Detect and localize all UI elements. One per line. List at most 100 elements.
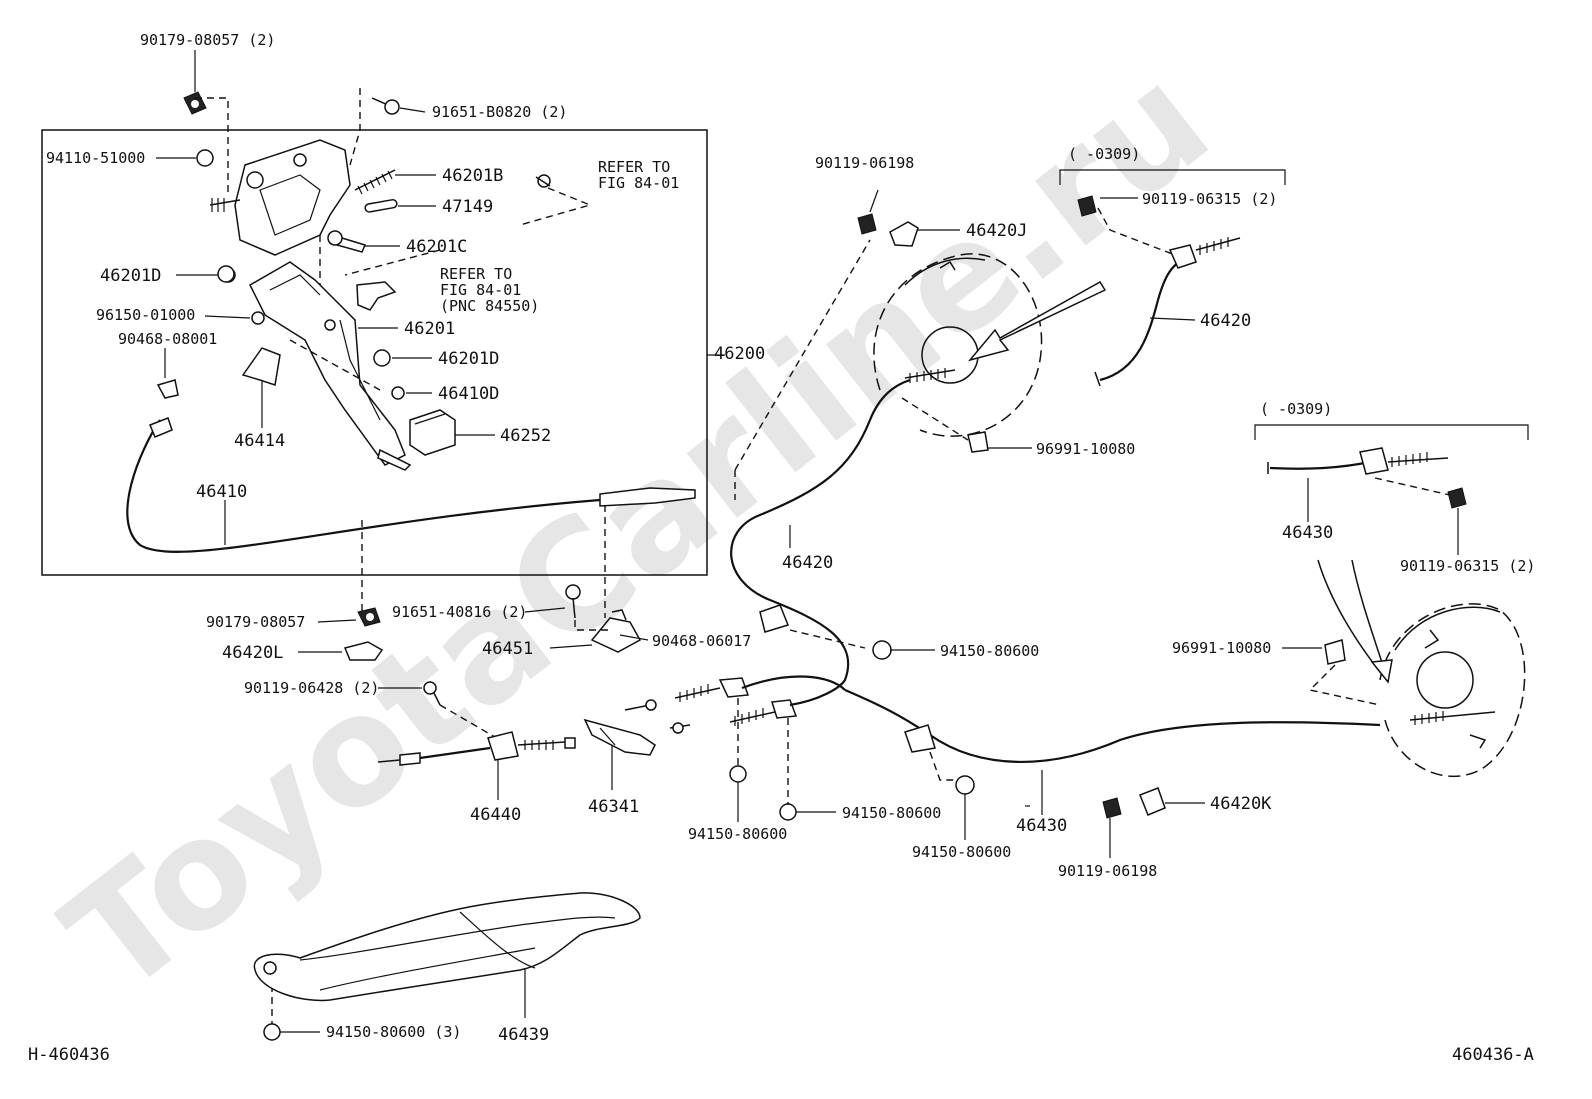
- label-90119-06315-2b: 90119-06315 (2): [1400, 557, 1535, 575]
- diagram-id-right: 460436-A: [1452, 1045, 1534, 1065]
- label-46201D-a: 46201D: [100, 266, 161, 286]
- refer-2-line-2: FIG 84-01: [440, 281, 521, 299]
- refer-1-line-1: REFER TO: [598, 158, 670, 176]
- clamp-46420J-icon: [889, 221, 919, 247]
- label-46439: 46439: [498, 1025, 549, 1045]
- assembly-box: [41, 129, 708, 576]
- bolt-90119-06315-lower-icon: [1447, 487, 1467, 509]
- refer-2-line-3: (PNC 84550): [440, 297, 539, 315]
- label-46252: 46252: [500, 426, 551, 446]
- label-90468-06017: 90468-06017: [652, 632, 751, 650]
- label-46451: 46451: [482, 639, 533, 659]
- label-46430-b: 46430: [1016, 816, 1067, 836]
- cable-46430-main-icon: [844, 688, 1381, 763]
- label-96991-10080-a: 96991-10080: [1036, 440, 1135, 458]
- cable-46420-lower-icon: [741, 675, 846, 691]
- label-46201C: 46201C: [406, 237, 467, 257]
- label-46410: 46410: [196, 482, 247, 502]
- label-46201: 46201: [404, 319, 455, 339]
- front-cable-ends-icon: [624, 677, 798, 734]
- bracket-46420L-icon: [343, 641, 384, 661]
- bolt-91651-icon: [371, 97, 400, 115]
- floor-cover-46439-icon: [253, 892, 641, 1002]
- small-clip-icon: [156, 379, 179, 399]
- label-90119-06198-b: 90119-06198: [1058, 862, 1157, 880]
- label-46420L: 46420L: [222, 643, 283, 663]
- label-94150-80600-c: 94150-80600: [940, 642, 1039, 660]
- label-46420-a: 46420: [1200, 311, 1251, 331]
- brake-backing-plate-lower-icon: [1379, 603, 1526, 777]
- clip-46414-icon: [241, 347, 281, 386]
- label-46420-b: 46420: [782, 553, 833, 573]
- label-91651-40816-2: 91651-40816 (2): [392, 603, 527, 621]
- diagram-id-left: H-460436: [28, 1045, 110, 1065]
- bracket-46451-icon: [590, 609, 642, 653]
- bolt-90179-icon: [183, 91, 207, 115]
- label-46440: 46440: [470, 805, 521, 825]
- bolt-90119-06198-lower-icon: [1102, 797, 1122, 819]
- label-46200: 46200: [714, 344, 765, 364]
- refer-2-line-1: REFER TO: [440, 265, 512, 283]
- clamp-upper-icon: [759, 604, 789, 633]
- label-46201D-b: 46201D: [438, 349, 499, 369]
- label-94150-80600-3: 94150-80600 (3): [326, 1023, 461, 1041]
- label-90119-06315-2a: 90119-06315 (2): [1142, 190, 1277, 208]
- clip-96991-lower-icon: [1324, 639, 1346, 665]
- spring-icon: [354, 169, 398, 213]
- pin-46201C-icon: [327, 230, 367, 253]
- cable-46440-icon: [377, 731, 576, 766]
- label-46420K: 46420K: [1210, 794, 1272, 814]
- bracket-84550-icon: [356, 281, 397, 311]
- label-46414: 46414: [234, 431, 285, 451]
- label-46420J: 46420J: [966, 221, 1027, 241]
- label-46341: 46341: [588, 797, 639, 817]
- range-note-right: ( -0309): [1260, 400, 1332, 418]
- clip-96991-upper-icon: [967, 431, 989, 453]
- nut-94150-d-icon: [955, 775, 975, 795]
- label-91651-B0820-2: 91651-B0820 (2): [432, 103, 567, 121]
- label-94150-80600-a: 94150-80600: [688, 825, 787, 843]
- bolt-90119-06198-upper-icon: [857, 213, 877, 235]
- label-90119-06428-2: 90119-06428 (2): [244, 679, 379, 697]
- cable-46410-icon: [126, 419, 601, 553]
- refer-bolt-icon: [535, 174, 551, 188]
- cable-46420-variant-icon: [1094, 237, 1241, 387]
- bolt-91651-40816-icon: [565, 584, 581, 619]
- label-90179-08057: 90179-08057: [206, 613, 305, 631]
- bolt-90119-06428-icon: [423, 681, 441, 706]
- range-note-top: ( -0309): [1068, 145, 1140, 163]
- refer-1-line-2: FIG 84-01: [598, 174, 679, 192]
- nut-94150-a-icon: [872, 640, 892, 660]
- label-96991-10080-b: 96991-10080: [1172, 639, 1271, 657]
- range-bracket-top: [1059, 169, 1286, 185]
- cable-end-icon: [599, 487, 696, 507]
- pedal-pad-icon: [409, 409, 456, 456]
- equalizer-46341-icon: [583, 718, 656, 756]
- label-90119-06198-a: 90119-06198: [815, 154, 914, 172]
- nut-94150-b-icon: [729, 765, 747, 783]
- direction-arrow-upper-icon: [967, 280, 1107, 362]
- label-47149: 47149: [442, 197, 493, 217]
- cable-46420-main-icon: [730, 378, 911, 707]
- nut-46201D-icon: [217, 265, 405, 400]
- clamp-46420K-icon: [1139, 787, 1166, 816]
- label-46410D: 46410D: [438, 384, 499, 404]
- range-bracket-right: [1254, 424, 1529, 440]
- pedal-bracket-icon: [196, 139, 351, 256]
- label-94150-80600-b: 94150-80600: [842, 804, 941, 822]
- label-94150-80600-d: 94150-80600: [912, 843, 1011, 861]
- label-90179-08057-2: 90179-08057 (2): [140, 31, 275, 49]
- label-46430-a: 46430: [1282, 523, 1333, 543]
- cable-46430-variant-icon: [1267, 447, 1449, 475]
- direction-arrow-lower-a-icon: [1317, 559, 1381, 673]
- label-46201B: 46201B: [442, 166, 503, 186]
- label-90468-08001: 90468-08001: [118, 330, 217, 348]
- label-96150-01000: 96150-01000: [96, 306, 195, 324]
- bolt-90119-06315-upper-icon: [1077, 195, 1097, 217]
- direction-arrow-lower-b-icon: [1351, 559, 1386, 673]
- nut-94150-e-icon: [263, 1023, 281, 1041]
- clamp-lower-icon: [904, 724, 936, 753]
- nut-90179-lower-icon: [357, 607, 381, 627]
